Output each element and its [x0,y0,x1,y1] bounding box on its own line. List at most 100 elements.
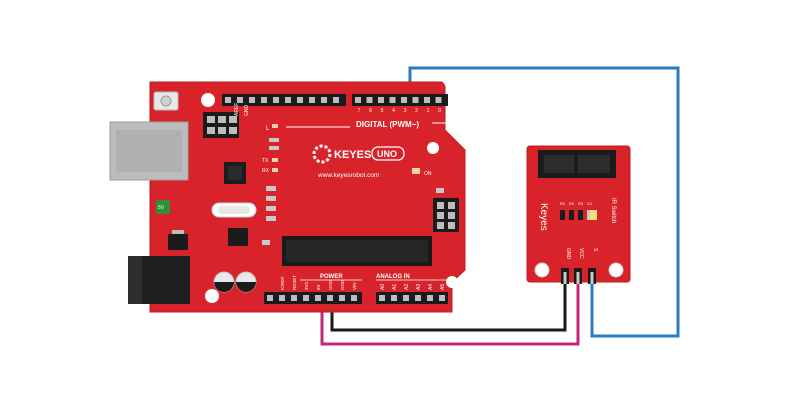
digital-pin-label: 6 [369,108,372,114]
smd-cap [266,186,276,191]
smd-part [269,146,279,150]
smd-cap [266,206,276,211]
capacitor-1 [213,271,235,293]
led-tx-label: TX [262,158,269,164]
analog-pin-label: A1 [392,284,398,290]
analog-pin-label: A4 [428,284,434,290]
model-text: UNO [377,149,397,159]
smd-cap [266,196,276,201]
regulator [168,234,188,250]
led-l-label: L [266,126,270,132]
led-tx [272,158,278,162]
mount-hole [446,276,458,288]
digital-pin-label: 0 [438,108,441,114]
analog-pin-hole [403,295,409,301]
digital-pin-hole [401,97,407,103]
bottom-pins [267,295,445,301]
analog-pin-label: A0 [380,284,386,290]
digital-pin-label: 7 [358,108,361,114]
digital-pin-label: 3 [404,108,407,114]
gnd-label-top: GND [244,105,250,117]
digital-pin-hole [333,97,339,103]
module-component-label: R2 [569,201,575,206]
power-pin-hole [267,295,273,301]
gear-icon [312,144,332,164]
module-component [569,210,574,220]
reset-button-cap [160,95,172,107]
analog-pin-hole [439,295,445,301]
analog-pin-hole [415,295,421,301]
smd-chip [228,228,248,246]
digital-pin-hole [378,97,384,103]
analog-pin-hole [427,295,433,301]
analog-pin-label: A2 [404,284,410,290]
module-brand: Keyes [538,203,549,231]
led-rx-label: RX [262,168,270,174]
led-l [272,124,278,128]
digital-pin-hole [273,97,279,103]
power-pin-hole [303,295,309,301]
regulator-tab [172,230,184,234]
usb-connector-inner [116,130,182,172]
digital-pin-hole [285,97,291,103]
on-chip-label: 5V [158,205,165,211]
analog-pin-hole [391,295,397,301]
module-pin-label: GND [565,248,571,260]
on-chip [156,200,170,214]
smd-cap [266,216,276,221]
power-pin-hole [279,295,285,301]
ir-sensor-window [544,155,574,173]
digital-pin-hole [424,97,430,103]
analog-pin-hole [379,295,385,301]
module-name: IR Switch [610,198,616,223]
module-pin-metal [576,272,580,284]
board-url: www.keyesrobot.com [317,172,379,179]
power-pin-hole [315,295,321,301]
crystal-inner [218,206,250,214]
power-pin-label: IOREF [280,276,285,290]
power-header [264,292,362,304]
module-pin-metal [590,272,594,284]
brand-text: KEYES [334,149,371,161]
module-component-label: C1 [587,201,593,206]
power-pin-label: VIN [352,282,357,290]
power-pin-label: 5V [316,284,321,290]
smd-part [269,138,279,142]
power-pin-label: RESET [292,275,297,290]
module-component [587,210,592,220]
model-badge [371,146,405,161]
digital-pin-hole [366,97,373,103]
module-component-label: R3 [578,201,584,206]
icsp-header [203,112,239,138]
smd-part [412,168,420,174]
signal-wire [408,66,680,338]
digital-pin-hole [249,97,255,103]
digital-pin-hole [237,97,243,103]
digital-pin-label: 5 [381,108,384,114]
smd-cap [262,240,270,245]
module-pin-metal [563,272,567,284]
led-on-label: ON [424,171,432,177]
board-pcb [149,81,466,313]
ir-sensor-window [578,155,610,173]
mount-hole [205,289,219,303]
digital-pin-hole [225,97,231,103]
module-pin-label: VCC [578,248,584,259]
digital-label: DIGITAL (PWM~) [356,120,419,129]
dc-jack-face [128,256,142,304]
module-component [560,210,565,220]
power-pin-hole [327,295,333,301]
digital-pin-hole [412,97,419,103]
keyes-logo: KEYES UNO www.keyesrobot.com [312,144,405,179]
digital-pin-hole [389,97,396,103]
led-rx [272,168,278,172]
analog-label: ANALOG IN [376,274,410,280]
capacitor-2 [235,271,257,293]
digital-pin-hole [321,97,327,103]
